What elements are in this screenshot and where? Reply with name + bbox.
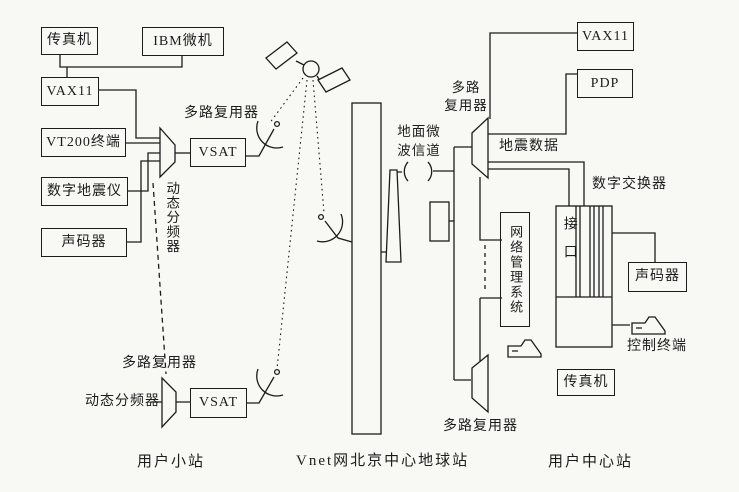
multiplexer-symbol bbox=[161, 376, 177, 429]
connector-line bbox=[488, 161, 585, 206]
satellite-beam bbox=[276, 79, 308, 370]
connector-line bbox=[488, 168, 570, 206]
dashed-divider-line bbox=[152, 182, 167, 375]
microwave-beam-icon bbox=[403, 161, 433, 182]
station-caption-right: 用户中心站 bbox=[548, 454, 634, 470]
dish-antenna-icon bbox=[256, 368, 284, 397]
network-management-label: 网络管理系统 bbox=[508, 224, 524, 315]
multiplexer-symbol bbox=[471, 116, 489, 180]
connector-line bbox=[612, 232, 656, 262]
station-caption-left: 用户小站 bbox=[137, 454, 206, 470]
vocoder-box-right: 声码器 bbox=[628, 262, 687, 292]
multiplexer-symbol bbox=[471, 353, 489, 414]
terminal-icon bbox=[631, 316, 666, 335]
microwave-channel-label: 地面微波信道 bbox=[397, 124, 441, 158]
satellite-icon bbox=[265, 41, 351, 93]
satellite-beam bbox=[268, 77, 304, 125]
vocoder-box-left: 声码器 bbox=[41, 228, 127, 257]
connector-line bbox=[489, 32, 577, 119]
mux-label-upper-left: 多路复用器 bbox=[184, 106, 259, 121]
terminal-icon bbox=[507, 339, 542, 358]
vt200-terminal-box: VT200终端 bbox=[41, 128, 126, 157]
mux-label-upper-right: 多路 复用器 bbox=[444, 80, 488, 114]
connector-line bbox=[247, 376, 275, 404]
connector-line bbox=[488, 73, 577, 135]
mux-label-lower-left: 多路复用器 bbox=[122, 356, 197, 371]
microwave-tower-icon bbox=[385, 169, 402, 263]
seismograph-box: 数字地震仪 bbox=[41, 177, 128, 206]
connector-line bbox=[246, 128, 275, 157]
relay-box bbox=[429, 201, 450, 242]
vsat-box-upper: VSAT bbox=[190, 138, 246, 167]
vax11-box-left: VAX11 bbox=[41, 77, 99, 106]
control-terminal-label: 控制终端 bbox=[627, 339, 687, 354]
dynamic-divider-label: 动态分频器 bbox=[85, 394, 160, 409]
connector-line bbox=[381, 171, 402, 253]
ibm-pc-box: IBM微机 bbox=[142, 27, 224, 56]
network-management-box: 网络管理系统 bbox=[500, 212, 530, 327]
connector-line bbox=[479, 177, 502, 361]
earth-station-tower bbox=[351, 102, 382, 435]
seismic-data-label: 地震数据 bbox=[499, 139, 559, 154]
connector-line bbox=[128, 152, 160, 192]
connector-line bbox=[59, 55, 183, 77]
connector-line bbox=[127, 160, 160, 243]
connector-line bbox=[453, 146, 472, 381]
station-caption-center: Vnet网北京中心地球站 bbox=[296, 453, 470, 469]
vsat-box-lower: VSAT bbox=[190, 388, 247, 418]
digital-switch-label: 数字交换器 bbox=[592, 177, 667, 192]
fax-box-right: 传真机 bbox=[557, 369, 615, 396]
interface-label: 接口 bbox=[561, 216, 577, 272]
multiplexer-symbol bbox=[159, 126, 176, 179]
dish-antenna-icon bbox=[256, 120, 284, 149]
digital-switch-box bbox=[555, 205, 613, 348]
vax11-box-right: VAX11 bbox=[577, 22, 634, 51]
satellite-beam bbox=[312, 79, 325, 214]
fax-box-left: 传真机 bbox=[41, 27, 98, 55]
pdp-box: PDP bbox=[577, 69, 633, 98]
dynamic-divider-label-vertical: 动态分频器 bbox=[164, 181, 180, 254]
connector-line bbox=[99, 89, 160, 139]
dish-antenna-icon bbox=[316, 213, 353, 243]
mux-label-lower-right: 多路复用器 bbox=[443, 419, 518, 434]
